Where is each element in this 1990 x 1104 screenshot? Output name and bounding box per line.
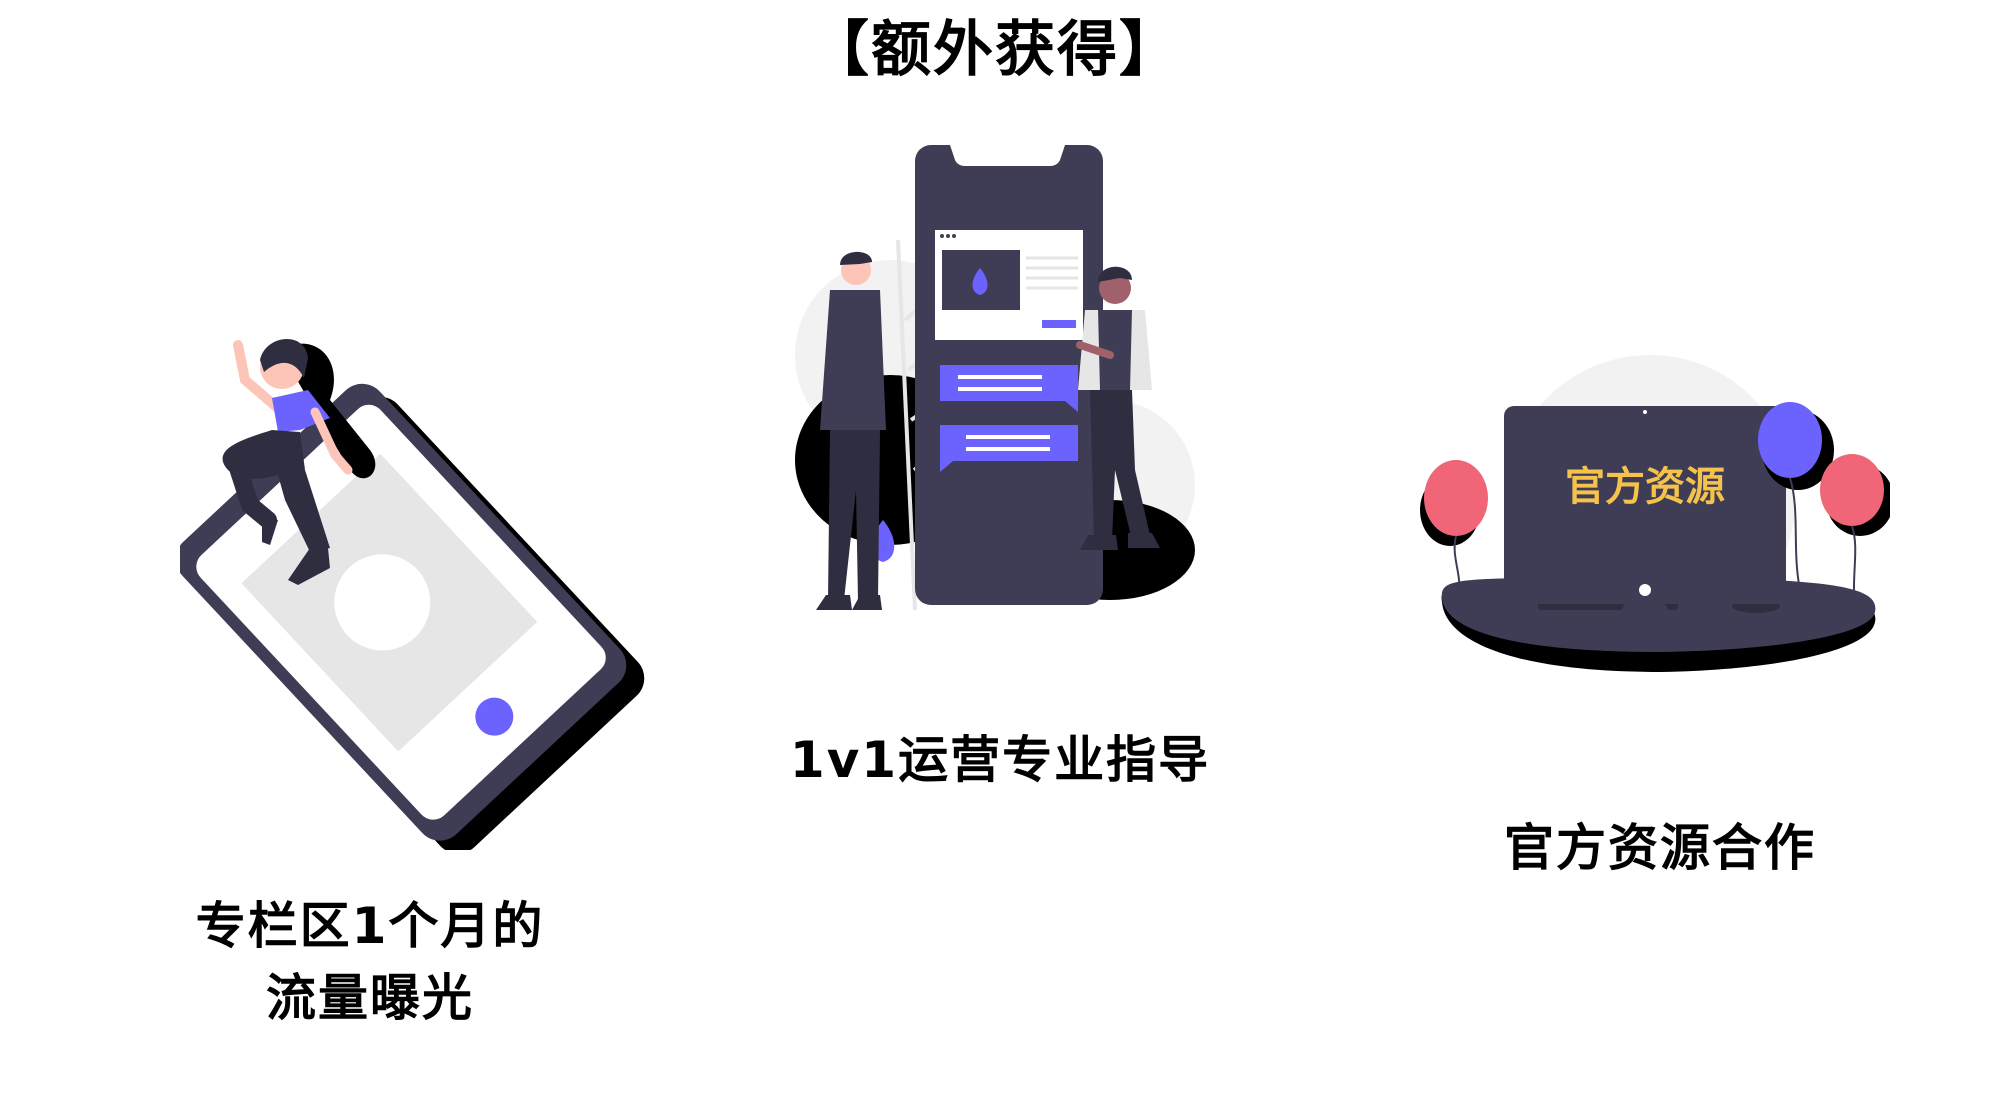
feature-caption-resources: 官方资源合作	[1504, 819, 1816, 877]
feature-caption-guidance: 1v1运营专业指导	[789, 731, 1211, 789]
page-title: 【额外获得】	[809, 15, 1181, 85]
monitor-screen-text: 官方资源	[1565, 464, 1725, 510]
caption-line-2: 流量曝光	[266, 969, 474, 1027]
caption-line-1: 专栏区1个月的	[195, 897, 545, 955]
woman-running-on-phone-icon	[175, 320, 650, 854]
monitor-with-balloons-icon: 官方资源	[1420, 350, 1894, 750]
two-people-chatting-by-phone-icon	[780, 140, 1230, 660]
feature-caption-exposure: 专栏区1个月的 流量曝光	[140, 890, 600, 1034]
